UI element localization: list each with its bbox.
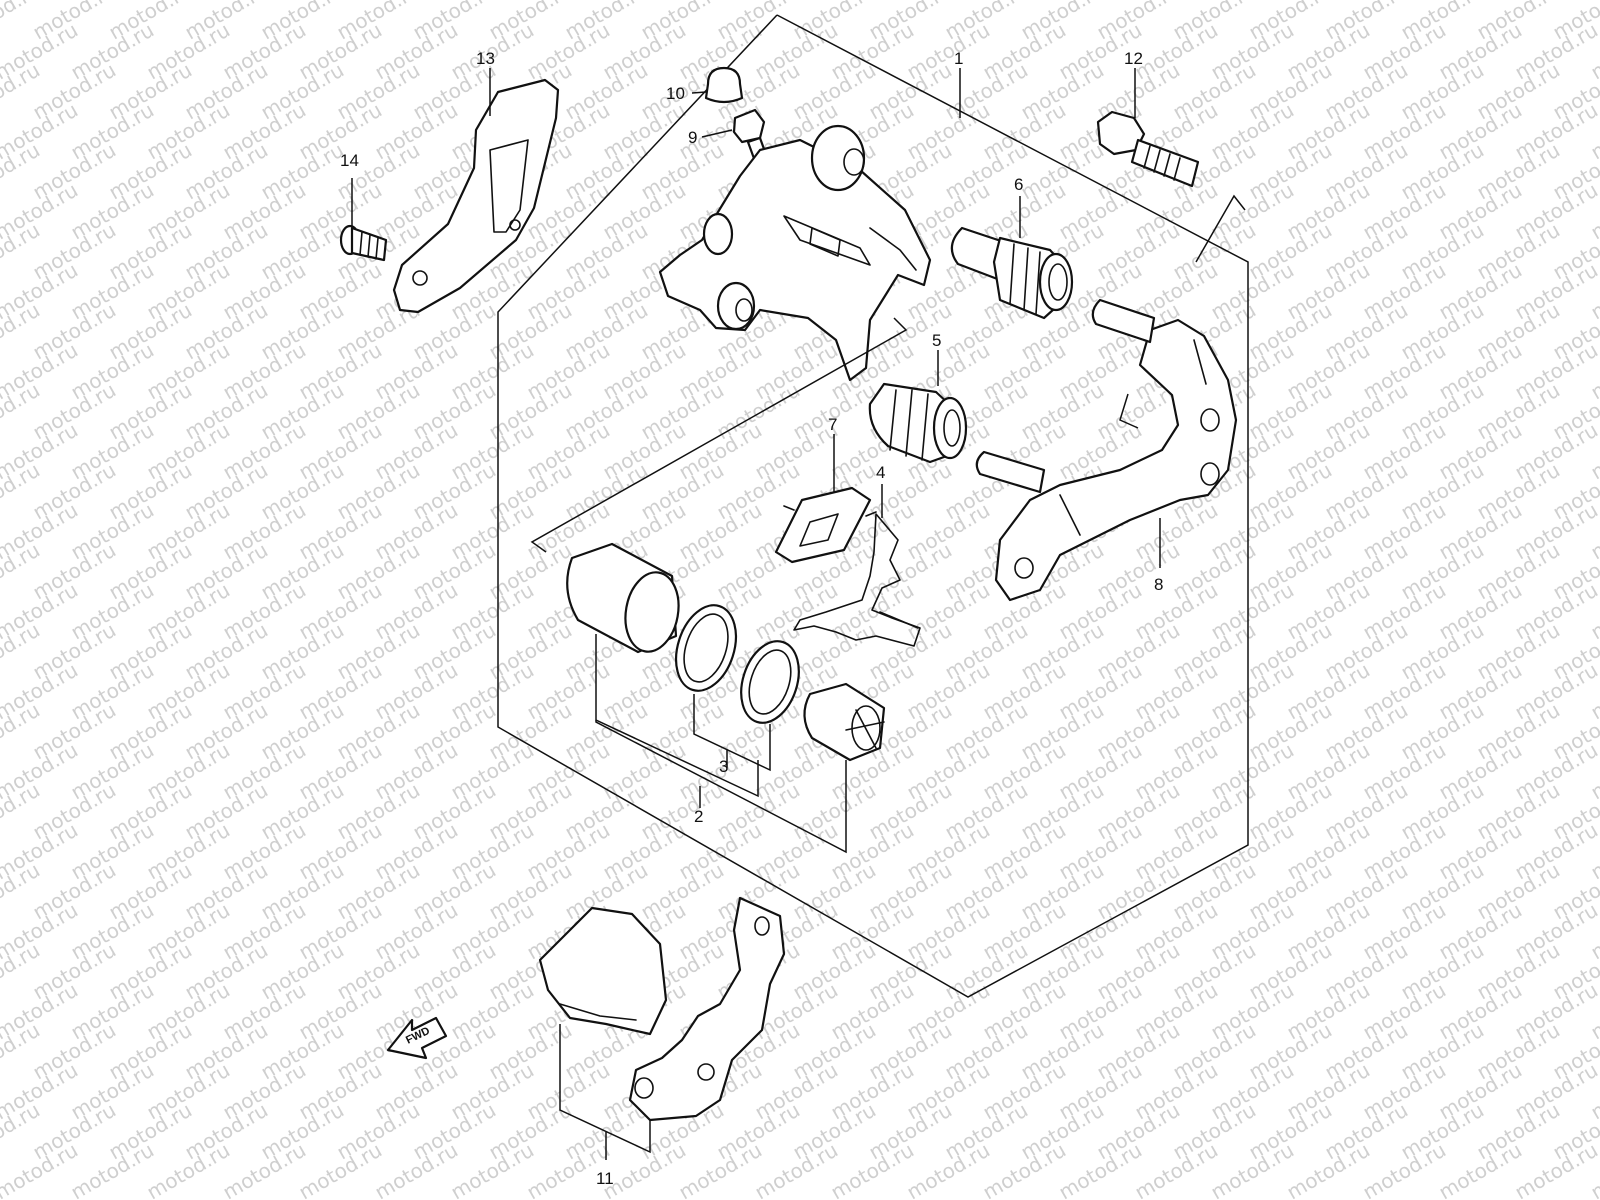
part-7-spring-clip <box>774 486 877 564</box>
part-14-bolt <box>339 224 388 262</box>
part-4-pad-spring <box>793 513 921 647</box>
callout-7: 7 <box>828 415 837 434</box>
callout-6: 6 <box>1014 175 1023 194</box>
callout-4: 4 <box>876 463 885 482</box>
callout-1: 1 <box>954 49 963 68</box>
part-5-boot <box>868 382 968 464</box>
forward-direction-arrow: FWD <box>386 1016 448 1060</box>
callout-11: 11 <box>596 1169 614 1188</box>
callout-5: 5 <box>932 331 941 350</box>
part-13-bracket <box>392 78 560 314</box>
callout-13: 13 <box>476 49 495 68</box>
leader-lines <box>351 68 1246 1160</box>
part-12-bolt <box>1096 110 1200 188</box>
callout-14: 14 <box>340 151 359 170</box>
callout-2: 2 <box>694 807 703 826</box>
part-2-piston <box>566 542 680 654</box>
part-6-boot <box>950 226 1074 320</box>
callout-8: 8 <box>1154 575 1163 594</box>
part-8-caliper-bracket <box>975 298 1238 602</box>
part-10-bleeder-cap <box>704 66 744 104</box>
callout-10: 10 <box>666 84 685 103</box>
part-3-seals <box>675 604 800 724</box>
callout-numbers: 1 2 3 4 5 6 7 8 9 10 11 12 13 14 <box>340 49 1163 1188</box>
callout-12: 12 <box>1124 49 1143 68</box>
callout-9: 9 <box>688 128 697 147</box>
part-11-brake-pads <box>538 896 786 1122</box>
piston-insulator <box>803 682 886 762</box>
assembly-outline <box>497 14 1249 998</box>
callout-3: 3 <box>719 757 728 776</box>
caliper-body <box>658 124 932 382</box>
